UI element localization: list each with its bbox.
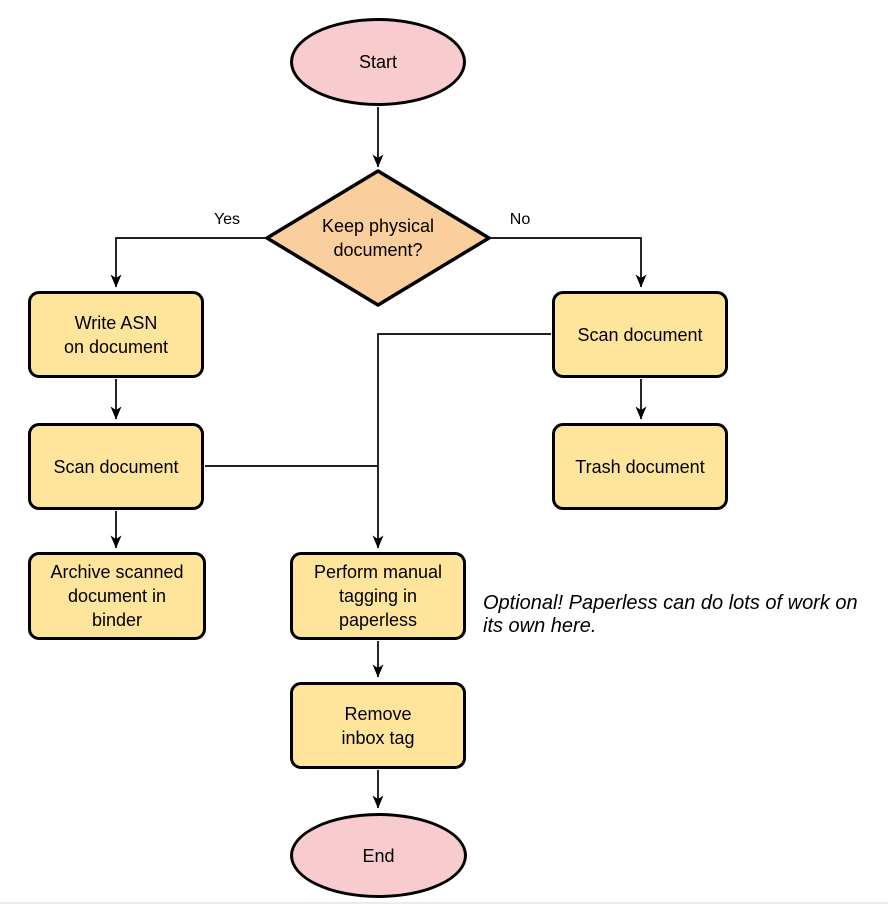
node-scan-document-right: Scan document (552, 291, 728, 378)
node-trash-document: Trash document (552, 423, 728, 510)
edge-decision-write-asn (110, 237, 266, 288)
node-manual-tagging: Perform manual tagging in paperless (290, 552, 466, 640)
edge-decision-scan-right (490, 237, 647, 288)
node-start: Start (290, 18, 466, 106)
node-remove-inbox-tag: Remove inbox tag (290, 682, 466, 769)
node-archive-binder: Archive scanned document in binder (28, 552, 206, 640)
note-optional-paperless: Optional! Paperless can do lots of work … (483, 592, 858, 637)
node-write-asn: Write ASN on document (28, 291, 204, 378)
edge-label-yes: Yes (213, 211, 241, 228)
edge-label-no: No (509, 211, 531, 228)
node-scan-document-left: Scan document (28, 423, 204, 510)
decision-diamond-shape (265, 169, 491, 307)
node-end: End (290, 813, 467, 898)
page-bottom-edge (0, 902, 888, 904)
edge-scan-right-tagging (372, 333, 551, 549)
node-decision: Keep physical document? (321, 216, 435, 260)
